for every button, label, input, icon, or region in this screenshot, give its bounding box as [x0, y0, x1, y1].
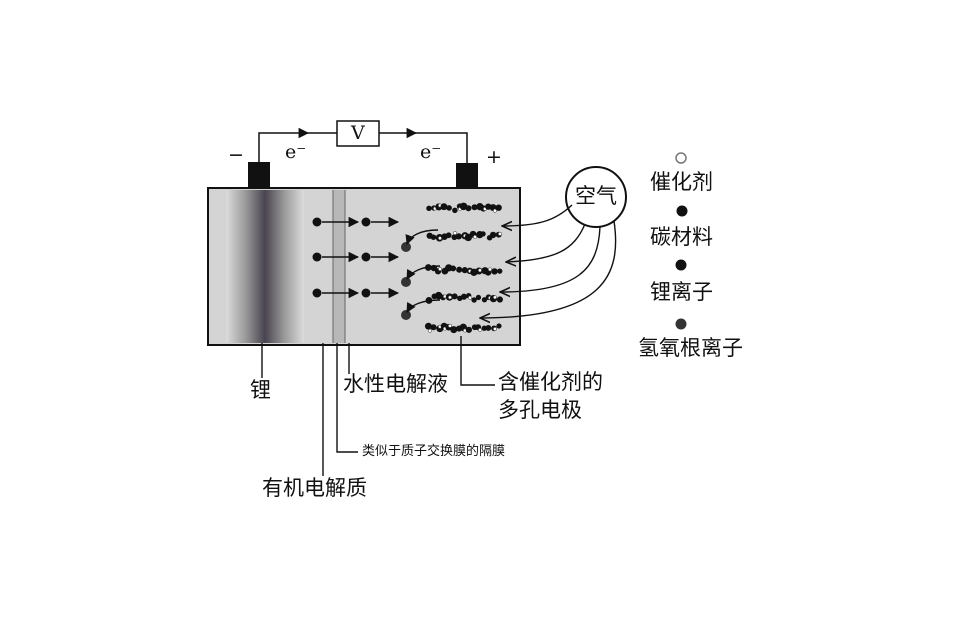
electrode-layer	[424, 322, 502, 334]
electrode-layer	[426, 202, 502, 214]
carbon-particle	[497, 268, 503, 274]
separator-membrane	[333, 190, 345, 343]
carbon-particle	[489, 231, 497, 239]
carbon-particle	[485, 324, 492, 331]
plus-sign: +	[486, 146, 502, 168]
label-aqueous-electrolyte: 水性电解液	[343, 372, 448, 396]
catalyst-particle	[498, 231, 502, 236]
air-flow-arrow	[502, 204, 573, 226]
carbon-particle	[496, 323, 502, 329]
hydroxide-flow-arrow	[406, 265, 441, 280]
carbon-particle	[430, 234, 437, 240]
voltmeter-box	[336, 120, 380, 147]
carbon-particle	[480, 231, 486, 237]
carbon-particle	[459, 202, 468, 211]
hydroxide-flow-arrow	[406, 299, 441, 313]
legend-label-hydroxide: 氢氧根离子	[638, 336, 743, 360]
catalyst-particle	[428, 328, 432, 333]
legend-marker-lithium-ion	[675, 259, 687, 271]
legend-marker-catalyst	[675, 152, 687, 164]
catalyst-particle	[468, 295, 472, 300]
catalyst-particle	[448, 295, 452, 300]
carbon-particle	[471, 297, 477, 303]
carbon-particle	[475, 294, 482, 301]
carbon-particle	[446, 205, 452, 211]
lithium-ion-row	[312, 287, 400, 299]
air-circle	[565, 166, 627, 228]
carbon-particle	[491, 268, 498, 275]
hydroxide-ion	[401, 277, 411, 287]
hydroxide-flow-arrow	[405, 229, 439, 245]
carbon-particle	[445, 232, 452, 239]
carbon-particle	[481, 297, 488, 303]
carbon-particle	[452, 207, 458, 214]
legend-label-lithium-ion: 锂离子	[650, 280, 713, 304]
carbon-particle	[495, 204, 502, 211]
carbon-particle	[460, 293, 468, 300]
legend-marker-hydroxide	[675, 318, 687, 330]
label-porous-electrode-line1: 含催化剂的	[498, 370, 603, 394]
lithium-ion-row	[312, 251, 400, 263]
carbon-particle	[465, 326, 473, 333]
carbon-particle	[450, 265, 457, 272]
carbon-particle	[426, 205, 432, 212]
negative-terminal	[248, 162, 270, 188]
legend-label-carbon: 碳材料	[650, 225, 713, 249]
voltmeter-label: V	[351, 122, 365, 144]
catalyst-particle	[438, 267, 442, 271]
catalyst-particle	[448, 323, 452, 328]
catalyst-particle	[488, 267, 492, 272]
hydroxide-ion	[401, 242, 411, 252]
carbon-particle	[440, 203, 448, 211]
lithium-anode	[226, 190, 304, 343]
electrode-layer	[426, 230, 502, 242]
carbon-particle	[450, 326, 458, 334]
electrode-layer	[424, 264, 503, 276]
catalyst-particle	[478, 268, 482, 273]
circuit-wire	[258, 132, 337, 162]
lithium-ion-row	[312, 216, 400, 228]
air-flow-arrow	[506, 223, 586, 262]
carbon-particle	[451, 293, 458, 300]
legend-marker-carbon	[676, 205, 688, 217]
label-porous-electrode-line2: 多孔电极	[498, 398, 582, 422]
catalyst-particle	[493, 208, 497, 213]
legend-label-catalyst: 催化剂	[650, 170, 713, 194]
air-flow-arrow	[500, 226, 601, 292]
air-flow-arrow	[480, 220, 617, 318]
label-organic-electrolyte: 有机电解质	[262, 476, 367, 500]
carbon-particle	[461, 267, 468, 274]
catalyst-particle	[453, 231, 457, 235]
air-label: 空气	[575, 184, 617, 208]
catalyst-particle	[438, 236, 442, 241]
catalyst-particle	[478, 327, 482, 332]
minus-sign: −	[228, 144, 244, 166]
leader-line-porous-electrode	[460, 336, 495, 386]
electron-label-right: e⁻	[420, 141, 442, 163]
label-lithium: 锂	[250, 378, 271, 402]
electron-label-left: e⁻	[285, 141, 307, 163]
carbon-particle	[424, 322, 432, 330]
catalyst-particle	[473, 235, 477, 239]
hydroxide-ion	[401, 310, 411, 320]
positive-terminal	[456, 163, 478, 188]
carbon-particle	[430, 324, 437, 331]
catalyst-particle	[493, 295, 497, 300]
leader-line-separator	[336, 343, 358, 453]
carbon-particle	[496, 296, 503, 303]
carbon-particle	[455, 233, 462, 240]
label-separator: 类似于质子交换膜的隔膜	[362, 444, 506, 459]
carbon-particle	[456, 266, 463, 273]
catalyst-particle	[493, 327, 497, 331]
porous-electrode	[424, 202, 503, 334]
carbon-particle	[471, 204, 478, 211]
carbon-particle	[465, 205, 472, 212]
